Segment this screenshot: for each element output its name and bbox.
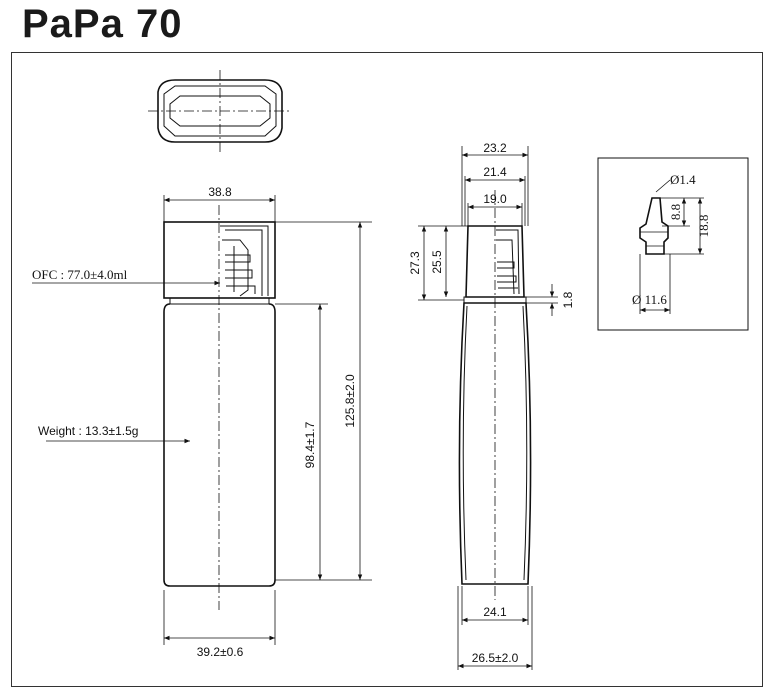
top-view-cap bbox=[148, 70, 292, 152]
weight-note: Weight : 13.3±1.5g bbox=[38, 424, 190, 444]
side-base-inner-label: 24.1 bbox=[483, 605, 507, 619]
side-dim-base-outer: 26.5±2.0 bbox=[457, 586, 533, 670]
ofc-label: OFC : 77.0±4.0ml bbox=[32, 267, 128, 282]
front-total-height-label: 125.8±2.0 bbox=[343, 374, 357, 428]
front-body-width-label: 39.2±0.6 bbox=[197, 645, 244, 659]
side-dim-w3: 19.0 bbox=[467, 192, 523, 226]
front-dim-total-height: 125.8±2.0 bbox=[275, 221, 372, 581]
front-body-height-label: 98.4±1.7 bbox=[303, 421, 317, 468]
side-view-bottle bbox=[458, 190, 532, 600]
detail-box: Ø1.4 8.8 18.8 Ø 11.6 bbox=[597, 157, 749, 331]
drawing-frame bbox=[11, 52, 763, 687]
front-view-bottle bbox=[163, 205, 276, 610]
side-dim-h1: 27.3 bbox=[408, 225, 468, 301]
ofc-note: OFC : 77.0±4.0ml bbox=[32, 267, 220, 286]
side-dim-w2: 21.4 bbox=[464, 165, 526, 226]
side-dim-base-inner: 24.1 bbox=[461, 586, 529, 625]
detail-h1-label: 8.8 bbox=[668, 204, 683, 220]
side-dim-w1: 23.2 bbox=[461, 141, 529, 226]
side-w3-label: 19.0 bbox=[483, 192, 507, 206]
side-w2-label: 21.4 bbox=[483, 165, 507, 179]
front-cap-width-label: 38.8 bbox=[208, 185, 232, 199]
detail-tip-dia-label: Ø1.4 bbox=[670, 172, 696, 187]
side-dim-h2: 25.5 bbox=[430, 226, 449, 297]
front-dim-body-height: 98.4±1.7 bbox=[275, 303, 328, 580]
front-dim-cap-width: 38.8 bbox=[163, 185, 276, 222]
side-base-outer-label: 26.5±2.0 bbox=[472, 651, 519, 665]
side-dim-h3: 1.8 bbox=[526, 284, 575, 316]
page-title: PaPa 70 bbox=[22, 2, 183, 46]
side-h3-label: 1.8 bbox=[561, 291, 575, 308]
side-w1-label: 23.2 bbox=[483, 141, 507, 155]
detail-base-dia-label: Ø 11.6 bbox=[632, 292, 667, 307]
detail-h2-label: 18.8 bbox=[696, 215, 711, 238]
weight-label: Weight : 13.3±1.5g bbox=[38, 424, 138, 438]
front-dim-body-width: 39.2±0.6 bbox=[163, 590, 276, 659]
side-h1-label: 27.3 bbox=[408, 251, 422, 275]
side-h2-label: 25.5 bbox=[430, 250, 444, 274]
